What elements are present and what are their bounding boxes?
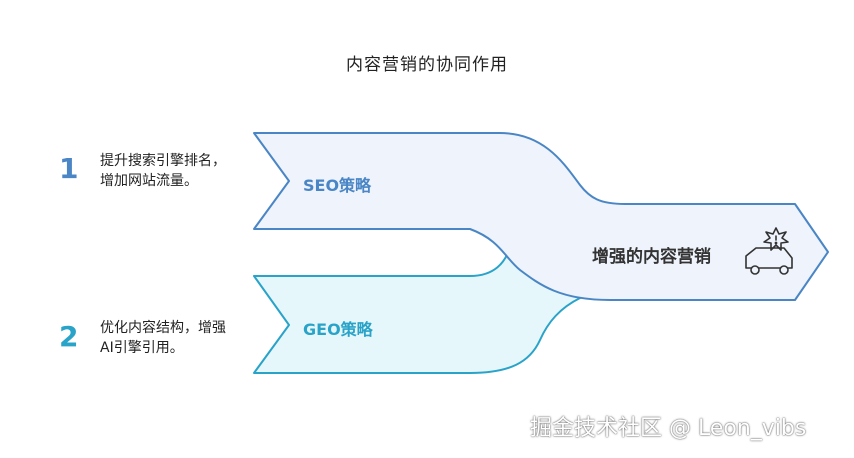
step-description-2-line1: 优化内容结构，增强 — [100, 320, 226, 336]
geo-arrow-shape — [253, 247, 581, 374]
step-description-2: 优化内容结构，增强 AI引擎引用。 — [100, 318, 226, 358]
seo-arrow-label: SEO策略 — [303, 176, 372, 195]
seo-arrow-shape — [253, 132, 829, 301]
step-number-2: 2 — [59, 320, 79, 353]
car-sparkle-icon — [745, 227, 793, 275]
watermark: 掘金技术社区 @ Leon_vibs — [530, 416, 807, 441]
step-description-1: 提升搜索引擎排名， 增加网站流量。 — [100, 151, 226, 191]
step-number-1: 1 — [59, 152, 79, 185]
diagram-title: 内容营销的协同作用 — [346, 55, 508, 75]
step-description-2-line2: AI引擎引用。 — [100, 340, 184, 356]
geo-arrow-label: GEO策略 — [303, 320, 373, 339]
step-description-1-line1: 提升搜索引擎排名， — [100, 153, 226, 169]
output-label: 增强的内容营销 — [592, 247, 711, 267]
step-description-1-line2: 增加网站流量。 — [100, 173, 198, 189]
